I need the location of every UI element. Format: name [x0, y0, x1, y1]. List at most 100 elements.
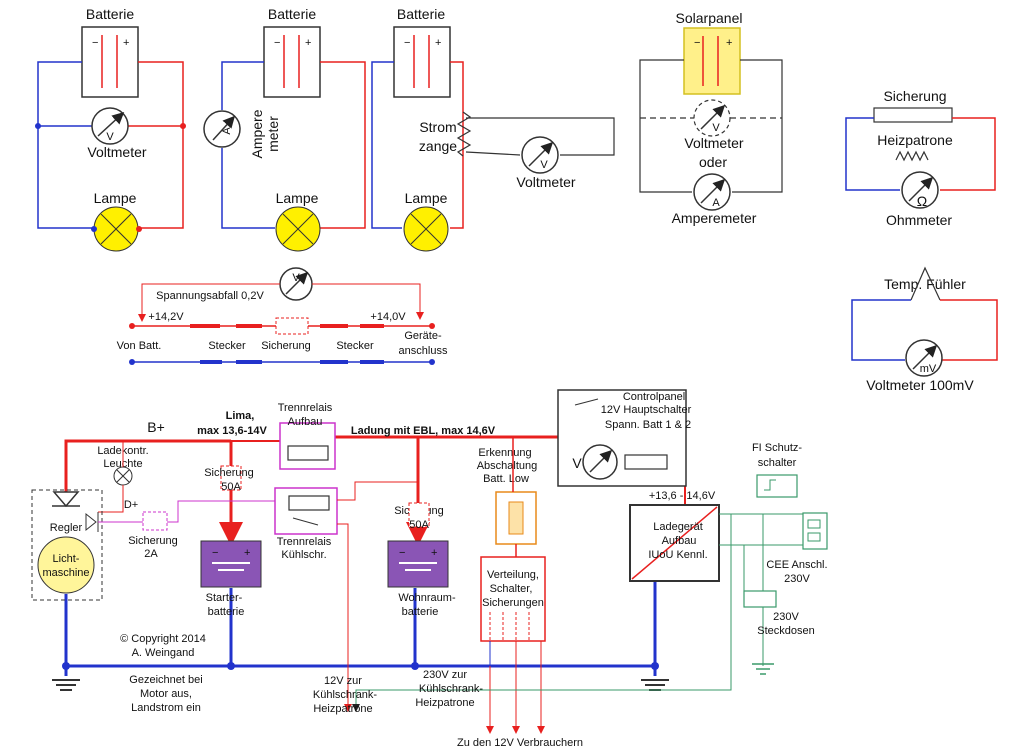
svg-text:V: V	[540, 159, 548, 171]
svg-text:Stecker: Stecker	[336, 340, 374, 352]
svg-text:Trennrelais: Trennrelais	[277, 536, 332, 548]
svg-text:V: V	[106, 131, 114, 143]
fuse-50a-1	[220, 465, 242, 491]
voltage-drop-diagram: V Spannungsabfall 0,2V +14,2V +14,0V Von…	[117, 267, 448, 365]
svg-text:−: −	[92, 37, 98, 49]
svg-text:Kühlschr.: Kühlschr.	[281, 549, 326, 561]
svg-text:zange: zange	[419, 138, 457, 154]
main-schematic: B+ Lima, max 13,6-14V Ladung mit EBL, ma…	[31, 389, 828, 749]
svg-text:Ohmmeter: Ohmmeter	[886, 212, 952, 228]
fi-switch	[756, 474, 798, 498]
svg-text:Zu den 12V Verbrauchern: Zu den 12V Verbrauchern	[457, 737, 583, 749]
heater-icon	[895, 150, 929, 162]
svg-text:−: −	[212, 547, 218, 559]
svg-text:maschine: maschine	[42, 567, 89, 579]
svg-text:−: −	[404, 37, 410, 49]
svg-text:anschluss: anschluss	[399, 345, 448, 357]
svg-text:Sicherung: Sicherung	[883, 88, 946, 104]
fuse-icon	[873, 107, 953, 123]
socket-icon	[743, 590, 777, 608]
control-panel	[557, 389, 687, 487]
relay-2	[274, 487, 338, 535]
svg-text:Ladung mit EBL, max 14,6V: Ladung mit EBL, max 14,6V	[351, 425, 496, 437]
panel-solar: Solarpanel − + V Voltmeter oder A Ampere…	[639, 10, 783, 226]
svg-text:Verteilung,: Verteilung,	[487, 569, 539, 581]
svg-text:230V: 230V	[784, 573, 810, 585]
svg-text:Aufbau: Aufbau	[288, 416, 323, 428]
svg-text:Von Batt.: Von Batt.	[117, 340, 162, 352]
svg-text:Batt. Low: Batt. Low	[483, 473, 529, 485]
svg-text:Amperemeter: Amperemeter	[672, 210, 757, 226]
svg-text:2A: 2A	[144, 548, 158, 560]
svg-text:Spannungsabfall 0,2V: Spannungsabfall 0,2V	[156, 290, 264, 302]
svg-text:230V zur: 230V zur	[423, 669, 467, 681]
svg-text:Batterie: Batterie	[397, 6, 445, 22]
fuse-2a	[142, 511, 168, 531]
svg-text:Regler: Regler	[50, 522, 83, 534]
svg-text:Sicherung: Sicherung	[261, 340, 311, 352]
battery1-meter-label: Voltmeter	[87, 144, 146, 160]
svg-text:+: +	[435, 37, 441, 49]
svg-text:V: V	[572, 455, 582, 471]
svg-text:Stecker: Stecker	[208, 340, 246, 352]
svg-text:Licht-: Licht-	[53, 553, 80, 565]
svg-text:+: +	[123, 37, 129, 49]
svg-text:Kühlschrank-: Kühlschrank-	[313, 689, 378, 701]
svg-text:Wohnraum-: Wohnraum-	[398, 592, 456, 604]
svg-text:Steckdosen: Steckdosen	[757, 625, 814, 637]
svg-text:Ladegerät: Ladegerät	[653, 521, 703, 533]
svg-text:Erkennung: Erkennung	[478, 447, 531, 459]
svg-text:Controlpanel: Controlpanel	[623, 391, 685, 403]
svg-text:schalter: schalter	[758, 457, 797, 469]
svg-text:Trennrelais: Trennrelais	[278, 402, 333, 414]
battery1-box	[81, 26, 139, 98]
svg-text:V: V	[292, 272, 300, 284]
svg-text:D+: D+	[124, 499, 138, 511]
svg-text:Heizpatrone: Heizpatrone	[313, 703, 372, 715]
svg-text:+: +	[726, 37, 732, 49]
svg-text:230V: 230V	[773, 611, 799, 623]
svg-text:© Copyright 2014: © Copyright 2014	[120, 633, 206, 645]
svg-text:+14,2V: +14,2V	[148, 311, 184, 323]
svg-text:batterie: batterie	[402, 606, 439, 618]
fuse-50a-2	[408, 502, 430, 528]
panel-battery-ammeter: Batterie − + A Ampere meter Lampe	[203, 6, 366, 252]
svg-text:Landstrom ein: Landstrom ein	[131, 702, 201, 714]
svg-text:IUoU Kennl.: IUoU Kennl.	[648, 549, 707, 561]
panel-battery-clamp: Batterie − + Strom zange V Voltmeter Lam…	[371, 6, 615, 252]
svg-text:+: +	[431, 547, 437, 559]
starter-battery	[200, 540, 262, 588]
fuse-icon	[275, 317, 309, 335]
svg-text:B+: B+	[147, 419, 165, 435]
svg-text:Motor aus,: Motor aus,	[140, 688, 192, 700]
svg-text:oder: oder	[699, 154, 727, 170]
temp-sensor-icon	[910, 266, 941, 301]
svg-text:50A: 50A	[409, 519, 429, 531]
svg-text:A: A	[712, 197, 720, 209]
svg-text:+14,0V: +14,0V	[370, 311, 406, 323]
svg-text:−: −	[274, 37, 280, 49]
svg-text:Voltmeter 100mV: Voltmeter 100mV	[866, 377, 974, 393]
svg-text:Sicherung: Sicherung	[128, 535, 178, 547]
alternator-icon	[37, 536, 95, 594]
svg-text:Spann. Batt 1 & 2: Spann. Batt 1 & 2	[605, 419, 691, 431]
cee-inlet	[802, 512, 828, 550]
svg-text:Geräte-: Geräte-	[404, 330, 442, 342]
svg-text:Batterie: Batterie	[268, 6, 316, 22]
svg-text:Voltmeter: Voltmeter	[684, 135, 743, 151]
svg-text:+: +	[305, 37, 311, 49]
panel-battery-voltmeter: Batterie − + V Voltmeter Lampe	[35, 6, 186, 252]
svg-text:Heizpatrone: Heizpatrone	[877, 132, 953, 148]
svg-text:Starter-: Starter-	[206, 592, 243, 604]
svg-text:Strom: Strom	[419, 119, 456, 135]
svg-text:Gezeichnet bei: Gezeichnet bei	[129, 674, 202, 686]
svg-text:Lampe: Lampe	[276, 190, 319, 206]
svg-text:Lampe: Lampe	[405, 190, 448, 206]
svg-text:mV: mV	[920, 363, 937, 375]
svg-text:Kühlschrank-: Kühlschrank-	[419, 683, 484, 695]
svg-text:CEE Anschl.: CEE Anschl.	[766, 559, 827, 571]
svg-text:Sicherung: Sicherung	[204, 467, 254, 479]
svg-text:Voltmeter: Voltmeter	[516, 174, 575, 190]
svg-text:Aufbau: Aufbau	[662, 535, 697, 547]
